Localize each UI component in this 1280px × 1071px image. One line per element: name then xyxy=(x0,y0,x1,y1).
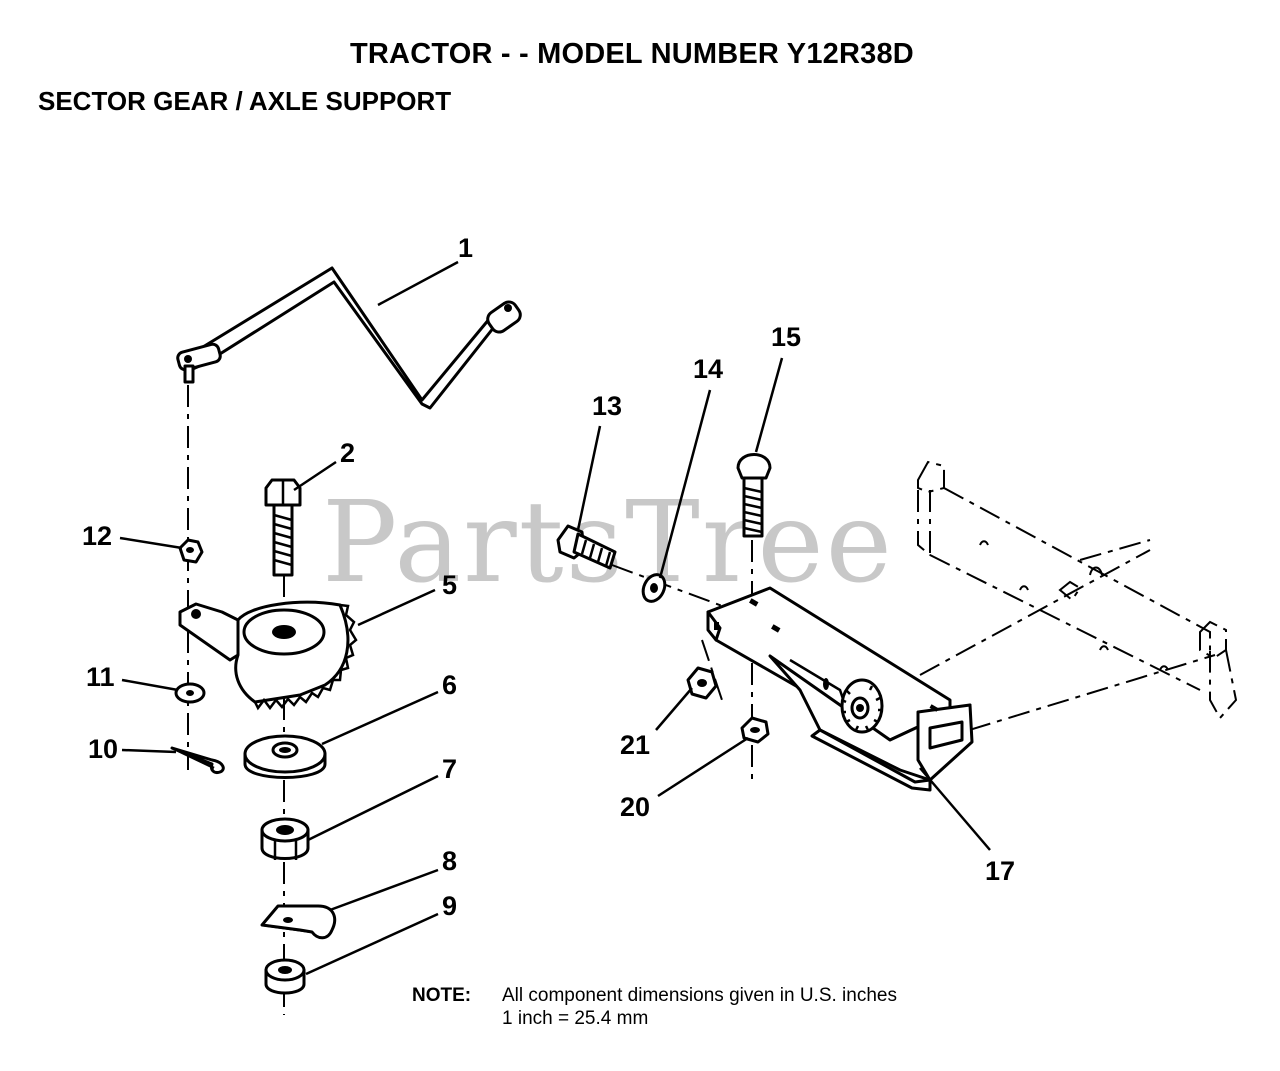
part-label-10: 10 xyxy=(88,734,119,764)
nut-9 xyxy=(264,958,306,995)
washer-11 xyxy=(174,682,206,704)
leader-14 xyxy=(658,389,712,579)
note-label: NOTE: xyxy=(412,985,472,1006)
page-title: TRACTOR - - MODEL NUMBER Y12R38D xyxy=(350,38,914,70)
dimension-note: NOTE: All component dimensions given in U… xyxy=(412,984,897,1030)
part-label-20: 20 xyxy=(620,792,651,822)
leader-15 xyxy=(754,357,784,453)
part-label-2: 2 xyxy=(340,438,356,468)
nut-20 xyxy=(740,716,770,744)
leader-10 xyxy=(121,748,177,754)
carriage-bolt-15 xyxy=(736,453,772,538)
drag-link xyxy=(176,266,522,410)
part-label-11: 11 xyxy=(86,662,115,692)
bushing-6 xyxy=(243,734,327,779)
part-label-9: 9 xyxy=(442,891,458,921)
leader-13 xyxy=(576,425,602,531)
section-title: SECTOR GEAR / AXLE SUPPORT xyxy=(38,86,452,116)
nut-21 xyxy=(686,666,718,700)
part-label-14: 14 xyxy=(693,354,724,384)
cotter-pin xyxy=(170,746,225,774)
watermark: PartsTree xyxy=(322,478,894,608)
axle-support-bracket xyxy=(706,586,974,792)
bolt-13 xyxy=(556,524,617,570)
part-label-6: 6 xyxy=(442,670,458,700)
leader-1 xyxy=(377,260,459,307)
part-label-15: 15 xyxy=(771,322,802,352)
leader-20 xyxy=(657,736,749,798)
part-label-13: 13 xyxy=(592,391,623,421)
centerline-axle-upper xyxy=(919,549,1151,676)
axle-phantom xyxy=(917,460,1238,720)
centerline-nut-21 xyxy=(701,639,723,701)
clip-8 xyxy=(260,904,337,940)
leader-8 xyxy=(329,868,439,912)
leader-9 xyxy=(305,912,439,976)
part-label-21: 21 xyxy=(620,730,651,760)
leader-12 xyxy=(119,536,183,550)
sector-gear xyxy=(178,600,358,711)
part-label-5: 5 xyxy=(442,570,458,600)
part-label-17: 17 xyxy=(985,856,1016,886)
part-label-12: 12 xyxy=(82,521,113,551)
bolt-2 xyxy=(264,478,302,577)
leader-17 xyxy=(919,767,991,851)
leader-6 xyxy=(321,690,439,746)
part-label-8: 8 xyxy=(442,846,458,876)
part-label-1: 1 xyxy=(458,233,474,263)
leader-11 xyxy=(121,678,179,692)
leader-21 xyxy=(655,687,693,731)
note-line-1: All component dimensions given in U.S. i… xyxy=(502,985,897,1006)
nut-12 xyxy=(178,538,204,564)
leader-5 xyxy=(357,588,436,627)
note-line-2: 1 inch = 25.4 mm xyxy=(502,1008,649,1029)
nut-7 xyxy=(260,817,310,860)
leader-2 xyxy=(293,460,337,492)
leader-7 xyxy=(307,774,439,842)
part-label-7: 7 xyxy=(442,754,458,784)
